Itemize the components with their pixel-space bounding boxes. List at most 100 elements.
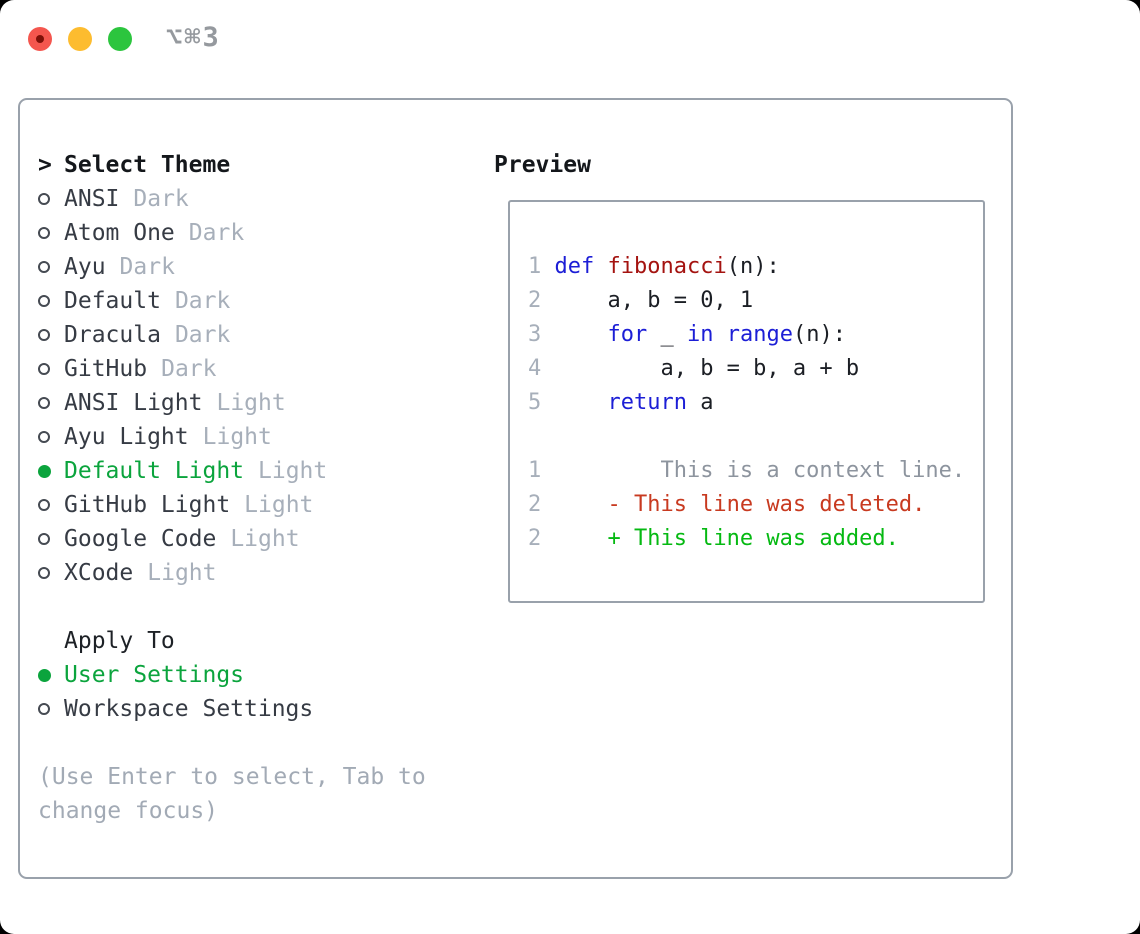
theme-option-label: Default [64,288,161,314]
apply-to-header-row: Apply To [38,624,426,658]
code-token [713,318,726,352]
theme-option-label: ANSI Light [64,390,203,416]
line-number: 4 [528,356,542,381]
theme-option-ansi-light[interactable]: ANSI Light Light [38,386,426,420]
preview-title: Preview [494,152,591,178]
radio-selected-icon [38,454,64,488]
theme-option-label: Default Light [64,458,245,484]
radio-circle [38,363,50,375]
zoom-button[interactable] [108,27,132,51]
window-title: ⌥⌘3 [166,22,221,53]
radio-circle [38,567,50,579]
code-line [528,420,983,454]
line-number: 1 [528,458,542,483]
line-number: 2 [528,492,542,517]
radio-icon [38,386,64,420]
theme-variant-label: Dark [174,322,231,348]
line-number: 1 [528,254,542,279]
apply-option-user-settings[interactable]: User Settings [38,658,426,692]
radio-icon [38,250,64,284]
theme-variant-label: Light [147,560,217,586]
radio-circle [38,431,50,443]
theme-option-default[interactable]: Default Dark [38,284,426,318]
radio-circle [38,397,50,409]
apply-option-label: Workspace Settings [64,696,314,722]
line-number: 5 [528,390,542,415]
code-token: This is a context line. [541,458,966,483]
code-token: a, b = b, a + b [541,356,860,381]
radio-icon [38,284,64,318]
minimize-button[interactable] [68,27,92,51]
theme-variant-label: Light [230,526,300,552]
spacer [38,726,426,760]
code-token: return [607,390,687,415]
theme-option-xcode[interactable]: XCode Light [38,556,426,590]
theme-variant-label: Dark [133,186,189,212]
radio-icon [38,556,64,590]
radio-circle [38,227,50,239]
radio-circle [38,533,50,545]
theme-variant-label: Dark [174,288,231,314]
radio-icon [38,216,64,250]
theme-option-label: GitHub Light [64,492,231,518]
code-line: 2 + This line was added. [528,522,983,556]
code-token: in [686,322,714,347]
theme-variant-label: Light [216,390,286,416]
code-line: 5 return a [528,386,983,420]
line-number: 2 [528,526,542,551]
radio-circle [38,295,50,307]
theme-option-label: Ayu Light [64,424,189,450]
radio-circle [38,668,51,682]
radio-circle [38,329,50,341]
radio-circle [38,499,50,511]
theme-variant-label: Dark [161,356,217,382]
theme-variant-label: Dark [119,254,175,280]
code-token [594,250,607,284]
code-token: a [686,390,714,415]
radio-icon [38,692,64,726]
code-token: + This line was added. [541,526,899,551]
apply-to-title: Apply To [64,628,175,654]
apply-option-workspace-settings[interactable]: Workspace Settings [38,692,426,726]
radio-icon [38,420,64,454]
radio-selected-icon [38,658,64,692]
radio-circle [38,261,50,273]
radio-circle [38,703,50,715]
theme-option-label: XCode [64,560,134,586]
code-line: 2 - This line was deleted. [528,488,983,522]
radio-icon [38,182,64,216]
code-token: range [726,322,793,347]
theme-option-label: ANSI [64,186,120,212]
code-token: for [607,322,648,347]
code-token: fibonacci [607,254,727,279]
code-token [541,250,554,284]
code-token: _ [647,322,687,347]
radio-icon [38,318,64,352]
code-token: (n): [792,322,846,347]
code-line: 2 a, b = 0, 1 [528,284,983,318]
radio-icon [38,352,64,386]
marker-blank [38,624,64,658]
code-line: 4 a, b = b, a + b [528,352,983,386]
theme-option-ansi[interactable]: ANSI Dark [38,182,426,216]
close-button[interactable] [28,27,52,51]
theme-picker-title: Select Theme [64,152,231,178]
line-number: 2 [528,288,542,313]
theme-variant-label: Light [202,424,272,450]
code-line: 1 This is a context line. [528,454,983,488]
theme-option-ayu-light[interactable]: Ayu Light Light [38,420,426,454]
radio-circle [38,464,51,478]
